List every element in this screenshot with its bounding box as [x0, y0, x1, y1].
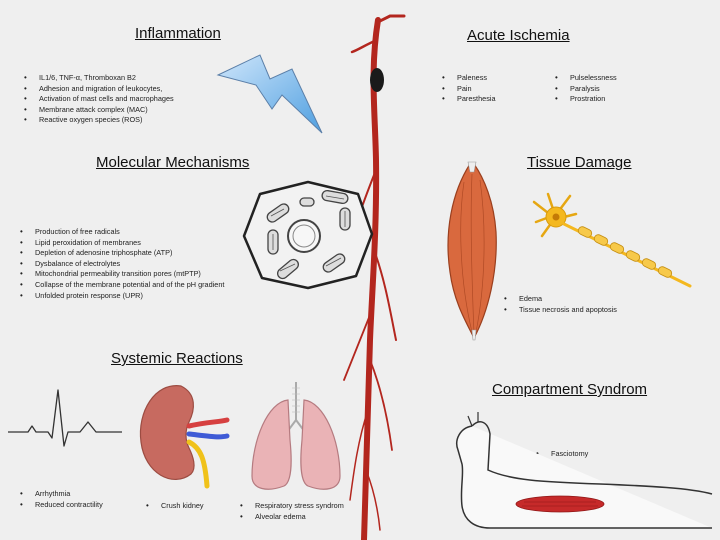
list-item: Paleness [440, 73, 496, 84]
heading-acute-ischemia: Acute Ischemia [467, 27, 570, 44]
list-item: Membrane attack complex (MAC) [22, 105, 174, 116]
leg-icon [456, 412, 713, 529]
list-item: Reduced contractility [18, 500, 103, 511]
heart-reaction-list: Arrhythmia Reduced contractility [18, 489, 103, 510]
list-item: Arrhythmia [18, 489, 103, 500]
list-item: Collapse of the membrane potential and o… [18, 280, 224, 291]
compartment-muscle [515, 495, 605, 513]
list-item: Edema [502, 294, 617, 305]
lung-reaction-list: Respiratory stress syndrom Alveolar edem… [238, 501, 344, 522]
blood-clot [370, 68, 384, 92]
heading-tissue-damage: Tissue Damage [527, 154, 632, 171]
neuron-icon [532, 192, 692, 288]
kidney-icon [139, 385, 230, 489]
list-item: Activation of mast cells and macrophages [22, 94, 174, 105]
cell-icon [242, 180, 374, 290]
heading-molecular-mechanisms: Molecular Mechanisms [96, 154, 250, 171]
heading-systemic-reactions: Systemic Reactions [111, 350, 243, 367]
list-item: Crush kidney [144, 501, 204, 512]
muscle-icon [447, 161, 497, 341]
artery-with-clot [343, 14, 406, 540]
lungs-icon [251, 382, 341, 490]
list-item: Tissue necrosis and apoptosis [502, 305, 617, 316]
tissue-damage-list: Edema Tissue necrosis and apoptosis [502, 294, 617, 315]
list-item: Mitochondrial permeability transition po… [18, 269, 224, 280]
list-item: Adhesion and migration of leukocytes, [22, 84, 174, 95]
list-item: Respiratory stress syndrom [238, 501, 344, 512]
list-item: Alveolar edema [238, 512, 344, 523]
ischemia-list-right: Pulselessness Paralysis Prostration [553, 73, 617, 105]
list-item: IL1/6, TNF-α, Thromboxan B2 [22, 73, 174, 84]
molecular-list: Production of free radicals Lipid peroxi… [18, 227, 224, 301]
list-item: Paralysis [553, 84, 617, 95]
lightning-bolt-icon [216, 54, 323, 134]
list-item: Production of free radicals [18, 227, 224, 238]
list-item: Dysbalance of electrolytes [18, 259, 224, 270]
list-item: Depletion of adenosine triphosphate (ATP… [18, 248, 224, 259]
heading-compartment-syndrom: Compartment Syndrom [492, 381, 648, 398]
list-item: Pulselessness [553, 73, 617, 84]
list-item: Unfolded protein response (UPR) [18, 291, 224, 302]
ecg-trace-icon [8, 389, 122, 447]
list-item: Paresthesia [440, 94, 496, 105]
list-item: Prostration [553, 94, 617, 105]
ischemia-list-left: Paleness Pain Paresthesia [440, 73, 496, 105]
list-item: Lipid peroxidation of membranes [18, 238, 224, 249]
list-item: Pain [440, 84, 496, 95]
inflammation-list: IL1/6, TNF-α, Thromboxan B2 Adhesion and… [22, 73, 174, 126]
kidney-reaction-list: Crush kidney [144, 501, 204, 512]
heading-inflammation: Inflammation [135, 25, 221, 42]
list-item: Reactive oxygen species (ROS) [22, 115, 174, 126]
